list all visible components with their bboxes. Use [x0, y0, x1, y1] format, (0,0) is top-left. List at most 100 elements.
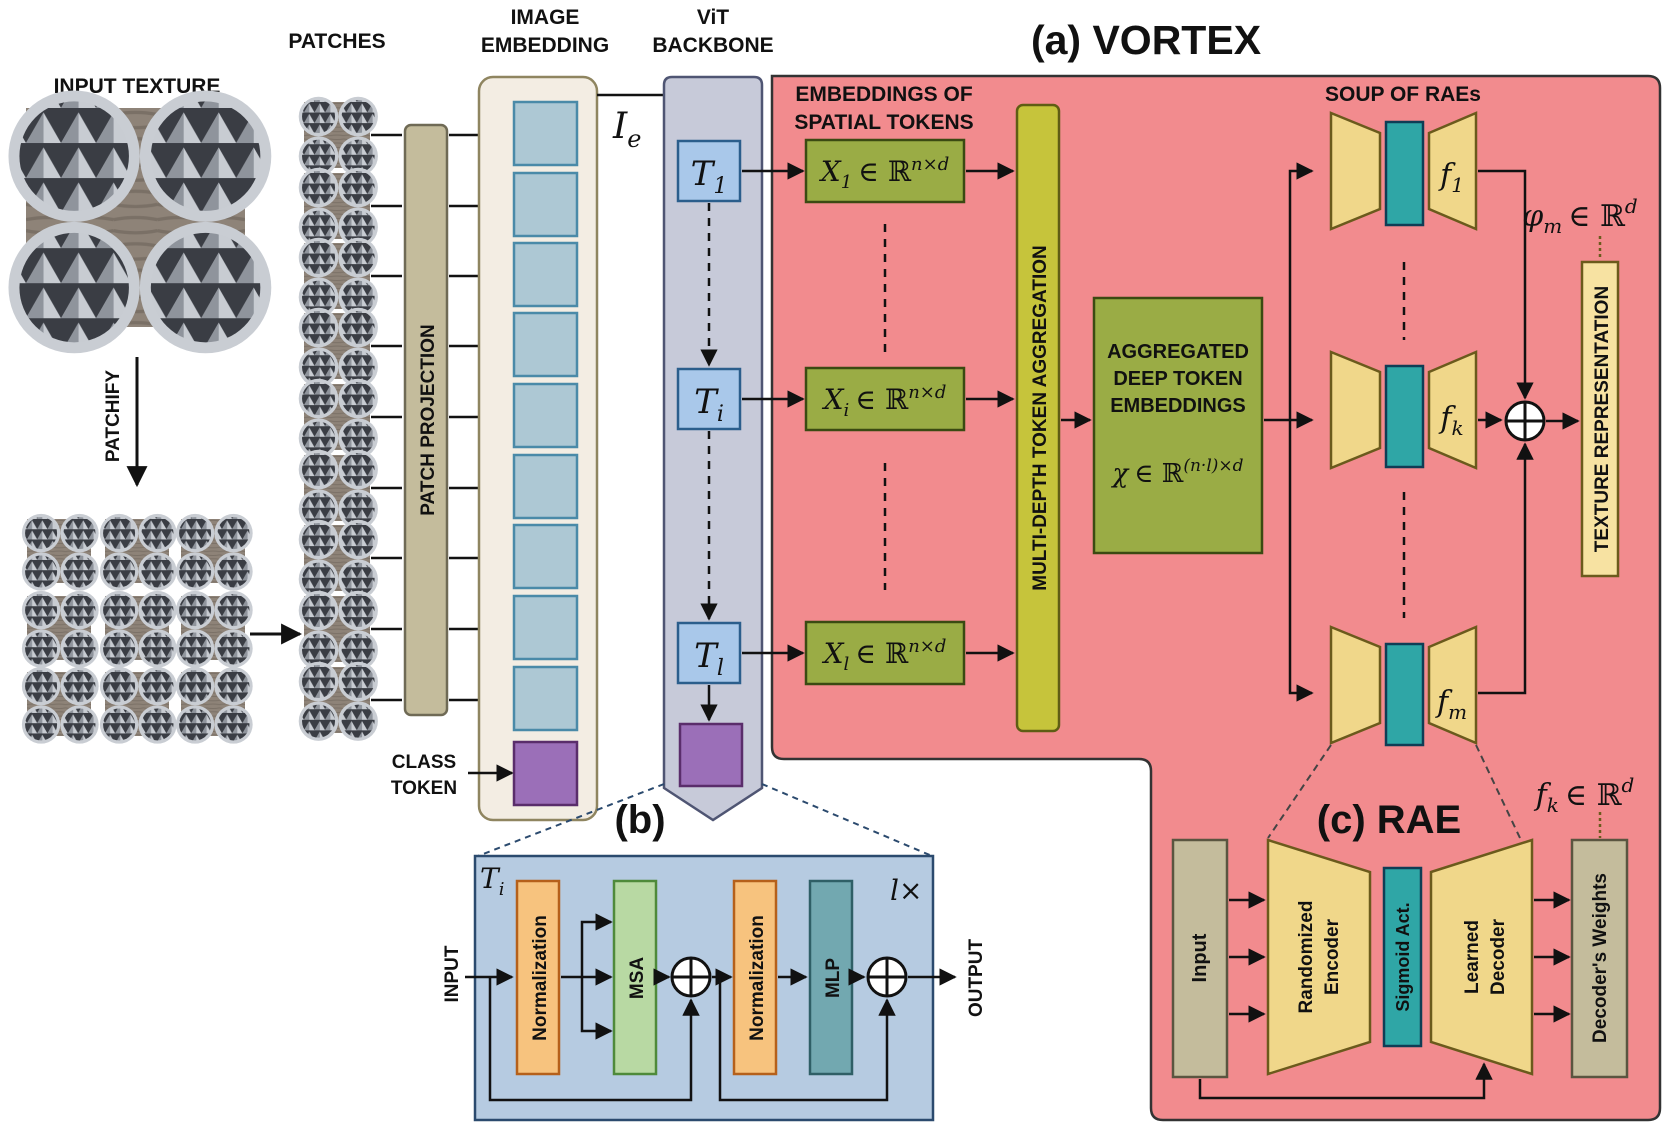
- embedding-cell-3: [512, 241, 579, 308]
- patch-projection-label: PATCH PROJECTION: [418, 324, 439, 515]
- embedding-cell-8: [512, 594, 579, 661]
- header-spatial-2: SPATIAL TOKENS: [794, 111, 973, 134]
- sigmoid-box: [1382, 866, 1423, 1048]
- agg-to-raem-arrow: [1288, 420, 1314, 702]
- class-token-cell: [512, 740, 579, 807]
- b-msa-v-arrow: [580, 977, 613, 1040]
- xl-box: [804, 620, 966, 686]
- b-repeat-label: l×: [890, 874, 922, 907]
- token-t1-label: T1: [691, 154, 728, 199]
- header-image-embedding-1: IMAGE: [511, 6, 580, 29]
- agg-label-2: DEEP TOKEN: [1113, 368, 1242, 390]
- b-norm2-box: [732, 879, 778, 1076]
- vortex-region: [770, 74, 1662, 1122]
- b-residual2-arrow: [718, 977, 896, 1102]
- embedding-cell-1: [512, 100, 579, 167]
- patch-6: [298, 449, 378, 529]
- decoder-label-1: Learned: [1462, 920, 1483, 994]
- learned-decoder: [1429, 838, 1534, 1076]
- decoder-weights-label: Decoder's Weights: [1590, 873, 1611, 1043]
- b-input-label: INPUT: [442, 945, 463, 1002]
- embedding-cell-6: [512, 453, 579, 520]
- token-t1: [676, 139, 742, 203]
- agg-label-3: EMBEDDINGS: [1110, 395, 1246, 417]
- b-title: (b): [614, 798, 665, 842]
- encoder-label-1: Randomized: [1296, 901, 1317, 1014]
- header-patches: PATCHES: [288, 30, 385, 53]
- vortex-title: (a) VORTEX: [1031, 17, 1261, 63]
- patch-projection-box: [403, 123, 449, 717]
- rae-k: [1329, 350, 1478, 470]
- b-mlp-label: MLP: [823, 958, 844, 998]
- rae-input-box: [1171, 838, 1229, 1079]
- header-spatial-1: EMBEDDINGS OF: [795, 83, 973, 106]
- header-input-texture: INPUT TEXTURE: [54, 75, 221, 98]
- decoder-weights-box: [1570, 838, 1629, 1079]
- b-residual1-arrow: [488, 977, 700, 1102]
- mdta-label: MULTI-DEPTH TOKEN AGGREGATION: [1030, 245, 1051, 591]
- phi-label: φm∈ ℝd: [1522, 194, 1637, 238]
- embedding-cell-5: [512, 382, 579, 449]
- texture-rep-box: [1580, 260, 1620, 578]
- input-texture-image: [8, 90, 272, 354]
- patch-8: [298, 590, 378, 670]
- b-norm2-label: Normalization: [747, 915, 768, 1041]
- b-msa-q-arrow: [580, 913, 613, 977]
- header-image-embedding-2: EMBEDDING: [481, 34, 609, 57]
- token-ti-label: Ti: [694, 382, 724, 427]
- class-token-label-2: TOKEN: [391, 778, 457, 799]
- fm-to-sum-arrow: [1478, 442, 1534, 695]
- agg-to-rae1-arrow: [1288, 162, 1314, 420]
- header-vit-1: ViT: [697, 6, 729, 29]
- decoder-label-2: Decoder: [1488, 918, 1509, 995]
- class-token-label-1: CLASS: [392, 752, 456, 773]
- embedding-cell-4: [512, 311, 579, 378]
- header-soup: SOUP OF RAEs: [1325, 83, 1481, 106]
- agg-label-1: AGGREGATED: [1107, 341, 1249, 363]
- rae-zoom-left: [1267, 744, 1332, 839]
- patch-4: [298, 307, 378, 387]
- rae-input-label: Input: [1189, 933, 1211, 982]
- aggregated-box: [1092, 296, 1264, 555]
- f1-to-sum-arrow: [1478, 169, 1534, 400]
- chi-label: χ∈ ℝ(n·l)×d: [1110, 456, 1243, 489]
- b-norm1-label: Normalization: [530, 915, 551, 1041]
- patch-3: [298, 237, 378, 317]
- b-output-label: OUTPUT: [966, 939, 987, 1018]
- b-sum1-node: [670, 956, 712, 998]
- rae-title: (c) RAE: [1317, 798, 1461, 842]
- encoder-label-2: Encoder: [1322, 918, 1343, 995]
- header-vit-2: BACKBONE: [652, 34, 773, 57]
- sigmoid-label: Sigmoid Act.: [1393, 902, 1413, 1011]
- b-msa-label: MSA: [627, 957, 648, 1000]
- x1-label: X1∈ ℝn×d: [819, 154, 950, 193]
- embedding-cell-7: [512, 523, 579, 590]
- patch-7: [298, 519, 378, 599]
- ie-label: Ie: [612, 106, 641, 153]
- token-ti: [676, 367, 742, 431]
- vit-class-token: [678, 722, 744, 788]
- texture-rep-label: TEXTURE REPRESENTATION: [1592, 286, 1613, 552]
- b-ti-label: Ti: [480, 862, 504, 900]
- randomized-encoder: [1266, 838, 1372, 1076]
- xi-label: Xi∈ ℝn×d: [822, 382, 947, 421]
- b-zoom-right: [761, 783, 933, 857]
- patch-2: [298, 167, 378, 247]
- xl-label: Xl∈ ℝn×d: [822, 636, 947, 675]
- mdta-box: [1015, 103, 1061, 733]
- embedding-cell-2: [512, 171, 579, 238]
- patch-1: [298, 96, 378, 176]
- b-norm1-box: [515, 879, 561, 1076]
- rae-m: [1329, 625, 1478, 747]
- embedding-cells: [512, 100, 579, 732]
- rae-zoom-right: [1475, 744, 1521, 839]
- embedding-cell-9: [512, 665, 579, 732]
- rae-skip-arrow: [1198, 1062, 1493, 1100]
- patch-9: [298, 661, 378, 741]
- rae-1: [1329, 111, 1478, 231]
- b-sum2-node: [866, 956, 908, 998]
- token-tl: [676, 621, 742, 685]
- patch-5: [298, 378, 378, 458]
